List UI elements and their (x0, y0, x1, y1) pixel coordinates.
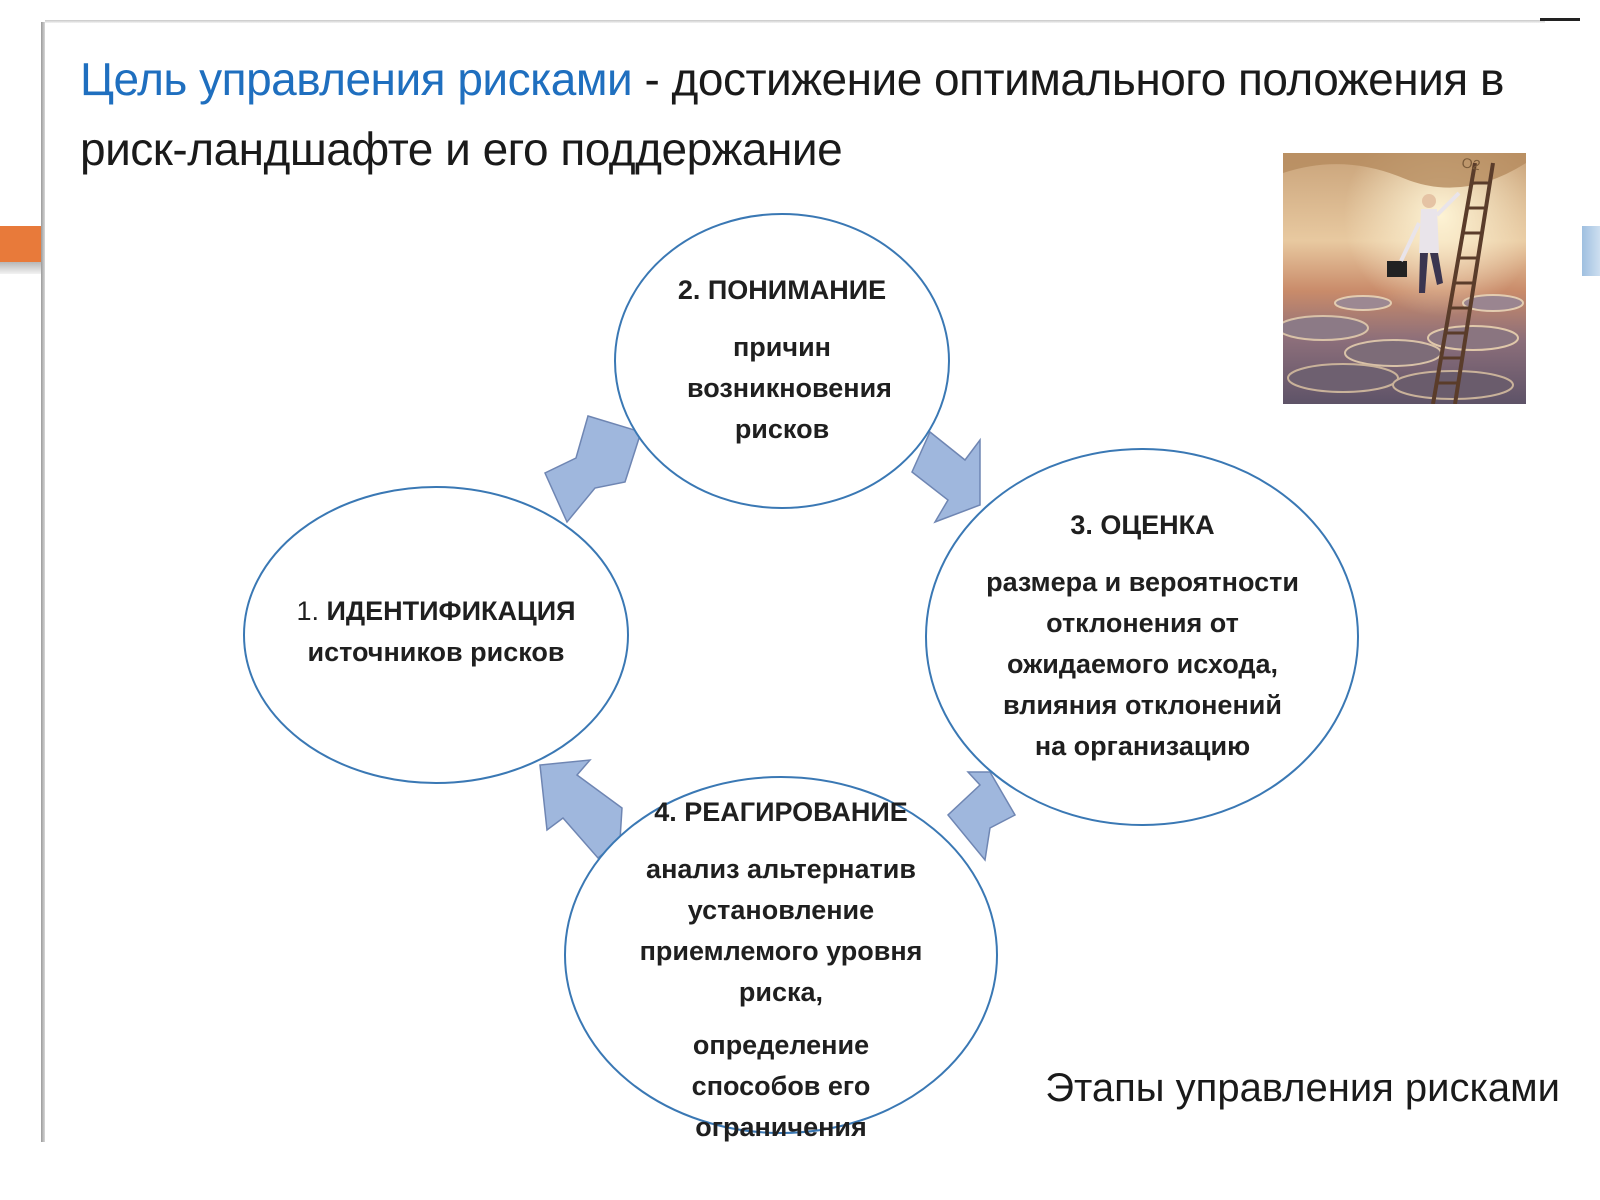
node-3-desc: размера и вероятности отклонения от ожид… (986, 567, 1299, 761)
title-rest: - достижение оптимального положения в ри… (80, 53, 1504, 175)
corner-dash (1540, 18, 1580, 21)
arrow-1-to-2 (544, 415, 642, 524)
node-1-head: 1. ИДЕНТИФИКАЦИЯ (276, 591, 596, 632)
node-2-desc: причин возникновения рисков (687, 332, 892, 444)
node-2-ellipse (614, 213, 950, 509)
photo-illustration: O2 (1283, 153, 1526, 404)
arrow-4-to-1 (539, 759, 623, 860)
diagram-caption: Этапы управления рисками (1045, 1066, 1560, 1110)
businessman-climbing-ladder-image: O2 (1283, 153, 1526, 404)
node-4-desc-2: определение способов его ограничения (691, 1030, 871, 1142)
node-1-desc: источников рисков (307, 637, 565, 667)
node-1-identification: 1. ИДЕНТИФИКАЦИЯ источников рисков (276, 591, 596, 673)
node-4-ellipse (564, 776, 998, 1134)
arrow-2-to-3 (911, 430, 981, 524)
node-4-desc: анализ альтернатив установление приемлем… (639, 854, 923, 1007)
node-1-ellipse (243, 486, 629, 784)
slide-top-edge (45, 20, 1545, 23)
orange-tab-shadow (0, 262, 41, 274)
arrow-3-to-4 (946, 771, 1017, 862)
title-accent: Цель управления рисками (80, 53, 633, 105)
node-3-ellipse (925, 448, 1359, 826)
slide-title: Цель управления рисками - достижение опт… (80, 44, 1540, 184)
orange-accent-tab (0, 226, 41, 262)
node-4-title: 4. РЕАГИРОВАНИЕ (654, 797, 908, 827)
node-4-response: 4. РЕАГИРОВАНИЕ анализ альтернатив устан… (625, 792, 937, 1148)
node-1-title: ИДЕНТИФИКАЦИЯ (326, 596, 576, 626)
node-3-title: 3. ОЦЕНКА (1070, 510, 1215, 540)
node-2-title: 2. ПОНИМАНИЕ (677, 275, 887, 305)
svg-text:O2: O2 (1460, 154, 1481, 173)
node-1-number: 1. (296, 596, 327, 626)
slide-left-edge (41, 22, 45, 1142)
node-3-assessment: 3. ОЦЕНКА размера и вероятности отклонен… (985, 505, 1300, 767)
blue-accent-tab (1582, 226, 1600, 276)
node-2-understanding: 2. ПОНИМАНИЕ причин возникновения рисков (647, 270, 917, 450)
